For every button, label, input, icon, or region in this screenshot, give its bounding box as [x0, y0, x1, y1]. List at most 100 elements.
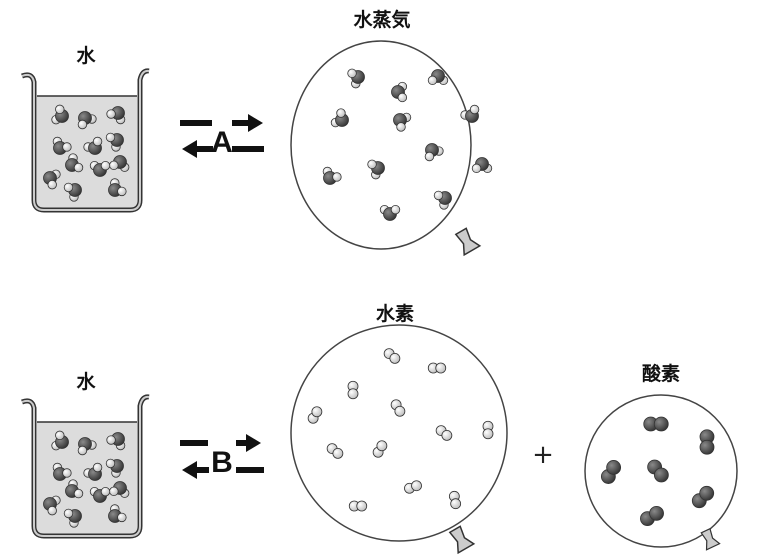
reaction-arrow-b: B: [180, 434, 264, 479]
water-molecule: [330, 108, 349, 128]
balloon-knot: [446, 524, 475, 554]
hydrogen-molecule: [372, 440, 388, 458]
hydrogen-atom: [73, 162, 84, 173]
water-molecules-gas: [322, 68, 493, 221]
hydrogen-molecule: [435, 425, 453, 441]
hydrogen-atom: [92, 462, 103, 473]
hydrogen-atom: [336, 108, 346, 118]
atom: [441, 430, 453, 441]
water-molecule: [379, 204, 401, 221]
hydrogen-atom: [73, 488, 84, 499]
hydrogen-atom: [62, 142, 72, 152]
water-molecule: [322, 166, 342, 185]
beaker-water-bottom: [21, 394, 150, 539]
water-molecule: [106, 106, 126, 125]
hydrogen-atom: [347, 68, 357, 79]
hydrogen-atom: [397, 92, 408, 103]
balloon-hydrogen: [290, 324, 508, 554]
water-molecule: [108, 504, 127, 523]
label-water-bottom: 水: [76, 371, 96, 393]
water-molecule: [63, 182, 82, 202]
oxygen-molecule: [643, 416, 669, 432]
water-molecule: [471, 157, 493, 174]
atom: [699, 439, 715, 455]
atom: [649, 505, 664, 521]
hydrogen-molecule: [404, 480, 422, 494]
hydrogen-atom: [367, 159, 377, 170]
atom: [389, 353, 401, 364]
hydrogen-molecules: [307, 348, 494, 512]
water-molecule: [77, 437, 97, 456]
arrow-label-a: A: [211, 126, 233, 159]
water-molecule: [77, 111, 97, 130]
water-molecule: [427, 69, 449, 86]
atom: [347, 388, 359, 400]
atom: [482, 428, 494, 440]
water-molecule: [51, 104, 69, 125]
oxygen-molecule: [691, 485, 715, 509]
atom: [606, 460, 622, 475]
water-molecule: [106, 432, 126, 451]
hydrogen-atom: [63, 182, 74, 193]
hydrogen-atom: [100, 486, 111, 497]
atom: [699, 485, 715, 501]
atom: [411, 480, 422, 492]
water-molecule: [65, 479, 84, 499]
hydrogen-atom: [55, 104, 65, 115]
hydrogen-atom: [47, 179, 57, 190]
water-molecule: [460, 104, 480, 123]
oxygen-molecule: [640, 505, 664, 527]
water-molecule: [89, 486, 111, 503]
water-molecule: [43, 169, 61, 190]
water-molecule: [347, 68, 365, 89]
water-molecule: [109, 481, 130, 498]
plus-sign: +: [532, 440, 554, 470]
hydrogen-molecule: [383, 348, 401, 364]
hydrogen-atom: [109, 486, 119, 497]
hydrogen-atom: [117, 186, 127, 197]
atom: [332, 448, 344, 459]
beaker-water-top: [21, 68, 150, 213]
hydrogen-molecule: [326, 443, 344, 459]
water-molecule: [105, 458, 124, 478]
water-molecule: [393, 112, 412, 132]
atom: [435, 362, 447, 374]
hydrogen-atom: [471, 163, 482, 174]
hydrogen-atom: [433, 190, 444, 201]
water-molecule: [43, 495, 61, 516]
atom: [653, 467, 669, 483]
water-molecule: [83, 462, 103, 481]
hydrogen-atom: [63, 508, 74, 519]
atom: [356, 500, 368, 512]
hydrogen-molecule: [347, 380, 359, 400]
water-molecule: [51, 430, 69, 451]
atom: [450, 498, 462, 510]
hydrogen-atom: [62, 468, 72, 478]
label-water-top: 水: [76, 45, 96, 67]
label-hydrogen: 水素: [376, 302, 414, 325]
water-molecule: [83, 136, 103, 155]
equilibrium-arrow-a: A: [180, 114, 264, 159]
hydrogen-atom: [117, 512, 127, 523]
water-molecule: [89, 160, 111, 177]
hydrogen-molecule: [390, 399, 406, 417]
atom: [394, 405, 406, 417]
hydrogen-atom: [105, 458, 116, 469]
water-molecule: [63, 508, 82, 528]
balloon-oxygen: [584, 394, 738, 551]
hydrogen-molecule: [448, 490, 462, 510]
water-molecule: [391, 81, 408, 103]
balloon-knot: [452, 226, 481, 256]
hydrogen-atom: [100, 160, 111, 171]
hydrogen-molecule: [348, 500, 368, 512]
oxygen-molecule: [647, 459, 669, 483]
atom: [653, 416, 669, 432]
hydrogen-molecule: [307, 406, 323, 424]
oxygen-molecules: [600, 416, 715, 527]
water-molecule: [52, 462, 72, 481]
hydrogen-atom: [47, 505, 57, 516]
water-molecule: [433, 190, 452, 210]
water-molecules-liquid: [43, 104, 130, 202]
hydrogen-atom: [424, 151, 435, 162]
